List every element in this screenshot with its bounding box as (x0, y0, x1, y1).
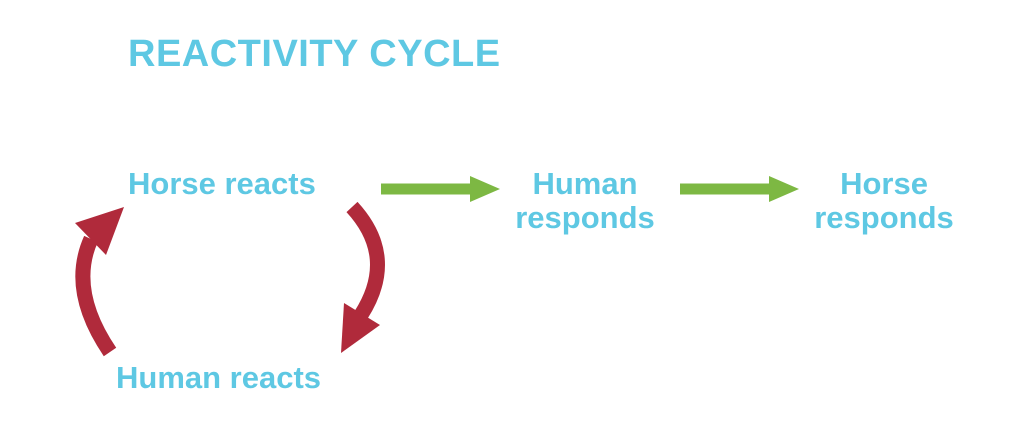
cycle-arrows-icon (75, 201, 385, 357)
node-human-responds: Human responds (515, 166, 655, 235)
page-title: REACTIVITY CYCLE (128, 33, 501, 75)
right-arrow-icon (680, 176, 799, 202)
curved-up-arrow-head (75, 207, 124, 255)
node-horse-reacts: Horse reacts (128, 166, 316, 201)
curved-up-arrow-icon (75, 207, 124, 357)
node-horse-responds: Horse responds (814, 166, 954, 235)
node-human-reacts: Human reacts (116, 360, 322, 395)
arrow-human-responds-to-horse-responds-icon (680, 176, 799, 202)
arrow-horse-reacts-to-human-responds-icon (381, 176, 500, 202)
curved-down-arrow-icon (341, 201, 385, 353)
curved-up-arrow-shaft (75, 235, 117, 357)
curved-down-arrow-shaft (346, 201, 385, 320)
curved-down-arrow-head (341, 303, 380, 353)
right-arrow-icon (381, 176, 500, 202)
